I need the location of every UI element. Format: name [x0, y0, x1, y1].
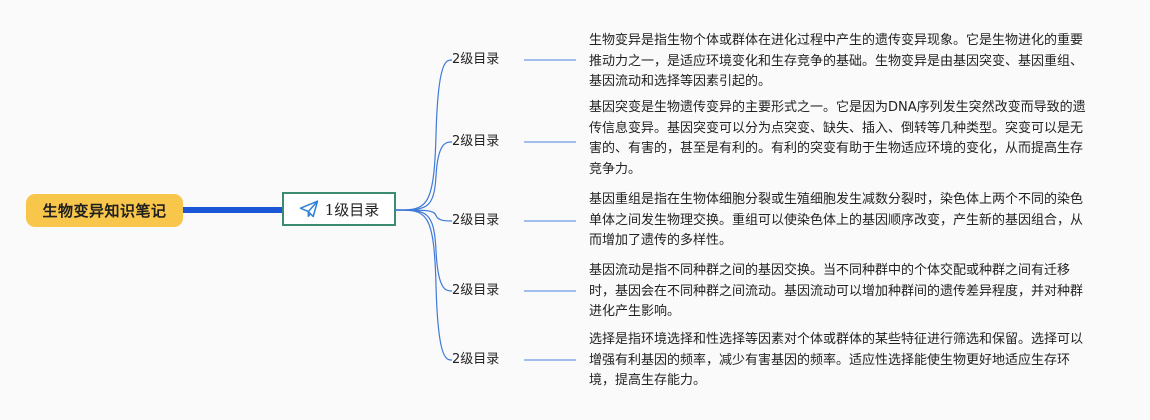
branch-label-5[interactable]: 2级目录 [452, 352, 500, 367]
branch-label-4[interactable]: 2级目录 [452, 283, 500, 298]
branch-label-3[interactable]: 2级目录 [452, 213, 500, 228]
level1-topic[interactable]: 1级目录 [282, 192, 396, 226]
paper-plane-icon [299, 200, 319, 218]
level1-topic-label: 1级目录 [324, 200, 380, 219]
root-topic-label: 生物变异知识笔记 [42, 202, 167, 220]
branch-connector-1 [395, 59, 453, 211]
leaf-note-2[interactable]: 基因突变是生物遗传变异的主要形式之一。它是因为DNA序列发生突然改变而导致的遗传… [589, 100, 1086, 177]
leaf-note-1[interactable]: 生物变异是指生物个体或群体在进化过程中产生的遗传变异现象。它是生物进化的重要推动… [589, 33, 1084, 89]
leaf-note-3[interactable]: 基因重组是指在生物体细胞分裂或生殖细胞发生减数分裂时，染色体上两个不同的染色单体… [589, 192, 1084, 248]
branch-connector-5 [395, 209, 453, 361]
branch-label-1[interactable]: 2级目录 [452, 52, 500, 67]
root-topic[interactable]: 生物变异知识笔记 [26, 194, 183, 227]
branch-connector-2 [395, 141, 453, 211]
branch-label-2[interactable]: 2级目录 [452, 134, 500, 149]
leaf-note-5[interactable]: 选择是指环境选择和性选择等因素对个体或群体的某些特征进行筛选和保留。选择可以增强… [589, 332, 1084, 388]
branch-connector-3 [395, 209, 453, 222]
branch-connector-4 [395, 209, 453, 292]
leaf-note-4[interactable]: 基因流动是指不同种群之间的基因交换。当不同种群中的个体交配或种群之间有迁移时，基… [589, 263, 1084, 319]
